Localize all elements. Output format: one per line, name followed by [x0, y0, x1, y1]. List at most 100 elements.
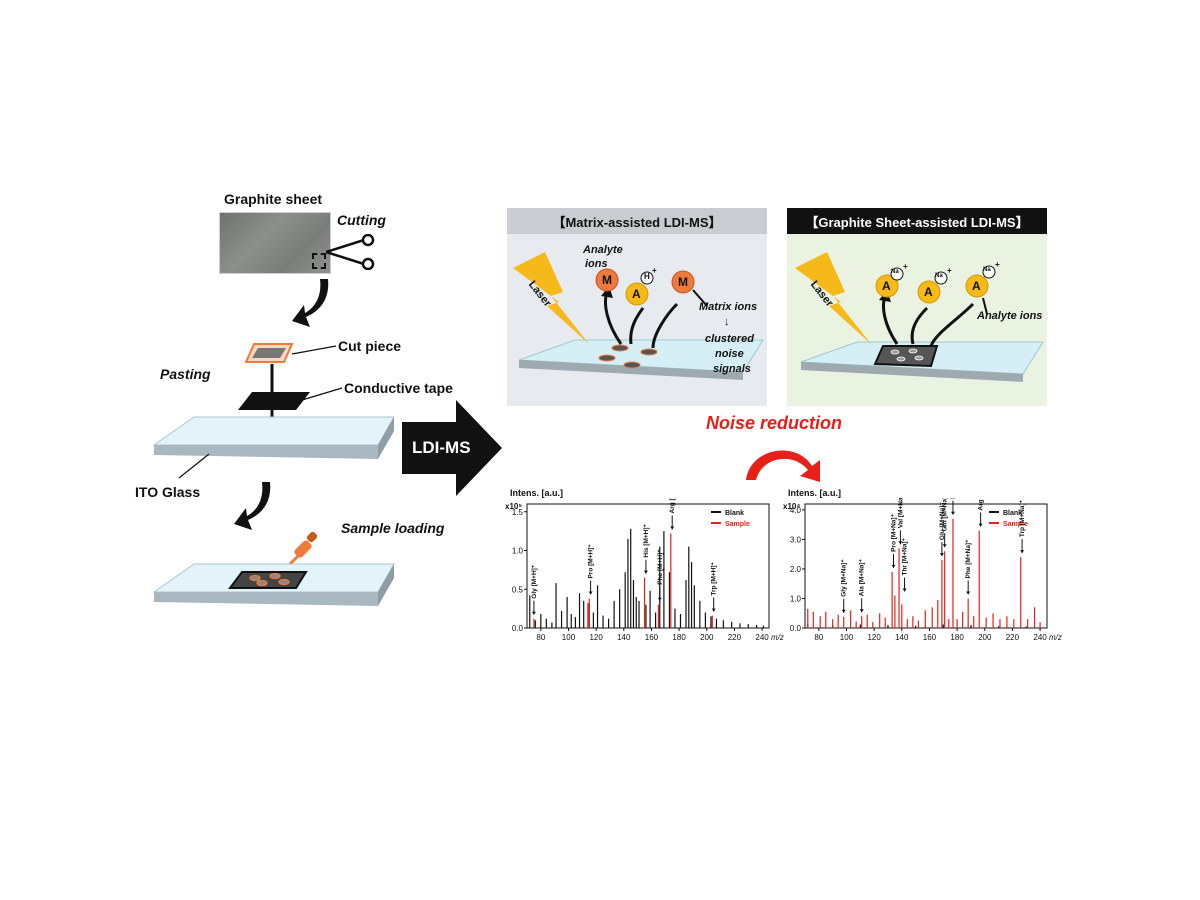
x-tick-label: 180	[672, 633, 686, 642]
y-tick-label: 0.0	[512, 624, 524, 633]
y-tick-label: 2.0	[790, 565, 802, 574]
peak-annotation: Phe [M+H]⁺	[657, 549, 664, 585]
peak-annotation: Gln [M+Na]⁺	[942, 498, 949, 531]
legend-label: Sample	[1003, 521, 1028, 528]
chart2-ylabel: Intens. [a.u.]	[788, 488, 842, 498]
matrix-arrow-caption: ↓	[724, 316, 730, 328]
x-tick-label: 200	[700, 633, 714, 642]
peak-annotation: Glu [M+Na]⁺	[939, 502, 946, 540]
x-tick-label: 80	[536, 633, 545, 642]
chart1-ylabel: Intens. [a.u.]	[510, 488, 564, 498]
curved-arrow-icon-2	[234, 482, 271, 530]
conductive-tape-icon	[238, 392, 310, 410]
chart1-exponent: x10⁵	[505, 502, 523, 511]
ito-glass-slide	[152, 416, 395, 459]
x-tick-label: 80	[814, 633, 823, 642]
x-tick-label: 180	[950, 633, 964, 642]
matrix-h: H	[644, 272, 650, 281]
scissors-icon	[326, 234, 375, 270]
peak-annotation: Val [M+Na]⁺	[897, 498, 904, 528]
peak-annotation: Gly [M+Na]⁺	[841, 559, 848, 597]
y-tick-label: 3.0	[790, 535, 802, 544]
x-axis-label: m/z	[771, 633, 784, 642]
peak-annotation: His [M+Na]⁺	[950, 498, 957, 499]
annotation-arrowhead	[966, 591, 971, 595]
conductive-tape-label: Conductive tape	[344, 380, 453, 396]
x-tick-label: 140	[895, 633, 909, 642]
peak-annotation: His [M+H]⁺	[643, 523, 650, 557]
peak-annotation: Phe [M+Na]⁺	[965, 539, 972, 579]
x-axis-label: m/z	[1049, 633, 1062, 642]
graphite-na1: Na	[891, 269, 899, 275]
x-tick-label: 240	[1033, 633, 1047, 642]
annotation-arrowhead	[657, 597, 662, 601]
matrix-ions-caption: Matrix ions	[699, 301, 758, 313]
annotation-arrowhead	[711, 608, 716, 612]
annotation-arrowhead	[841, 609, 846, 613]
y-tick-label: 1.0	[512, 547, 524, 556]
annotation-arrowhead	[643, 570, 648, 574]
graphite-scene	[795, 252, 1044, 382]
annotation-arrowhead	[950, 511, 955, 515]
y-tick-label: 1.5	[512, 508, 524, 517]
graphite-na2: Na	[935, 273, 943, 279]
annotation-arrowhead	[859, 609, 864, 613]
graphite-sheet-label: Graphite sheet	[224, 191, 323, 207]
peak-annotation: Pro [M+H]⁺	[588, 544, 595, 579]
graphite-a2: A	[924, 285, 933, 299]
cut-piece-label: Cut piece	[338, 338, 402, 354]
matrix-m2: M	[678, 275, 688, 289]
red-curved-arrow-icon	[746, 450, 820, 482]
cut-piece-icon	[244, 343, 294, 363]
legend-label: Blank	[1003, 510, 1022, 517]
matrix-scene	[513, 252, 764, 380]
y-tick-label: 0.0	[790, 624, 802, 633]
y-tick-label: 4.0	[790, 506, 802, 515]
matrix-clustered-caption: clustered	[705, 333, 754, 345]
annotation-arrowhead	[588, 591, 593, 595]
graphite-analyte-ions-label: Analyte ions	[977, 310, 1043, 322]
sample-loading-label: Sample loading	[341, 520, 445, 536]
matrix-m1: M	[602, 273, 612, 287]
annotation-arrowhead	[978, 523, 983, 527]
legend-label: Blank	[725, 510, 744, 517]
peak-annotation: Ala [M+Na]⁺	[859, 558, 866, 596]
annotation-arrowhead	[939, 553, 944, 557]
annotation-arrowhead	[942, 544, 947, 548]
plot-frame	[804, 503, 1048, 629]
big-right-arrow	[402, 400, 502, 496]
peak-annotation: Gly [M+H]⁺	[531, 564, 538, 599]
chart2-exponent: x10⁴	[783, 502, 801, 511]
matrix-ions-label: ions	[585, 258, 608, 270]
graphite-na3: Na	[983, 267, 991, 273]
x-tick-label: 160	[645, 633, 659, 642]
graphite-sheet-photo	[219, 212, 331, 274]
x-tick-label: 140	[617, 633, 631, 642]
graphite-plus1: +	[903, 262, 908, 271]
graphite-a3: A	[972, 279, 981, 293]
annotation-arrowhead	[1020, 550, 1025, 554]
x-tick-label: 160	[923, 633, 937, 642]
x-tick-label: 240	[755, 633, 769, 642]
peak-annotation: Trp [M+H]⁺	[711, 561, 718, 595]
ito-leader	[178, 453, 210, 479]
peak-annotation: Arg [M+H]⁺	[669, 498, 676, 513]
noise-reduction-label: Noise reduction	[706, 413, 843, 433]
annotation-arrowhead	[902, 588, 907, 592]
annotation-arrowhead	[898, 541, 903, 545]
x-tick-label: 220	[728, 633, 742, 642]
curved-arrow-icon	[292, 279, 329, 327]
peak-annotation: Trp [M+Na]⁺	[1019, 499, 1026, 537]
ito-glass-label: ITO Glass	[135, 484, 201, 500]
legend-label: Sample	[725, 521, 750, 528]
x-tick-label: 220	[1006, 633, 1020, 642]
x-tick-label: 120	[867, 633, 881, 642]
x-tick-label: 100	[562, 633, 576, 642]
x-tick-label: 200	[978, 633, 992, 642]
cutting-label: Cutting	[337, 212, 386, 228]
matrix-noise-caption: noise	[715, 348, 744, 360]
pasting-label: Pasting	[160, 366, 211, 382]
matrix-panel-title: 【Matrix-assisted LDI-MS】	[507, 208, 767, 234]
